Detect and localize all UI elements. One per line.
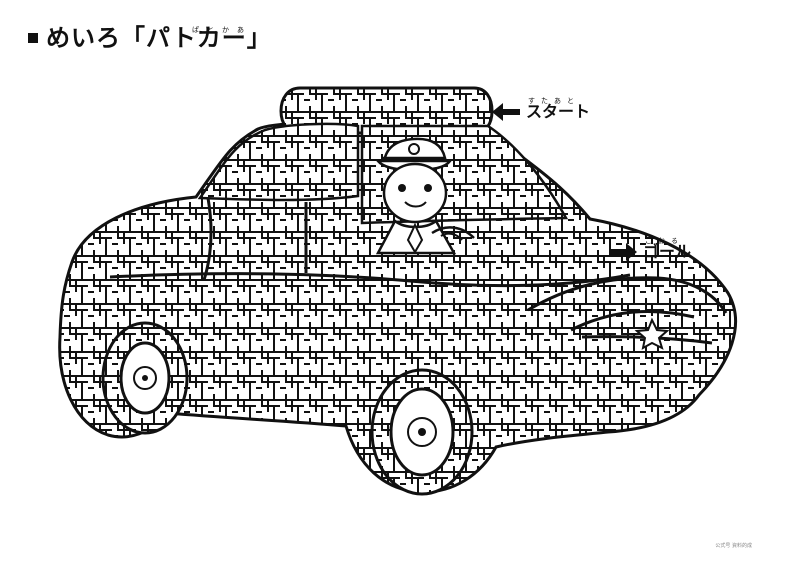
title-ruby: ぱとかあ: [192, 26, 252, 34]
credit-text: 公式号 資料的成: [715, 543, 752, 549]
goal-ruby: ごおる: [645, 237, 684, 245]
start-arrow-icon: [492, 103, 520, 121]
title-text: めいろ「パトカー」: [46, 24, 272, 52]
title-row: めいろ「パトカー」 ぱとかあ: [28, 24, 272, 52]
start-ruby: すたあと: [528, 97, 580, 105]
goal-arrow-icon: [609, 243, 637, 261]
police-officer-driver: [375, 137, 475, 255]
rear-wheel: [101, 321, 189, 435]
square-bullet-icon: [28, 33, 38, 43]
start-label-block: すたあと スタート: [492, 97, 591, 121]
start-label: スタート: [526, 102, 591, 121]
police-car-maze[interactable]: [40, 82, 760, 502]
goal-label: ゴール: [643, 242, 692, 261]
front-wheel: [370, 368, 474, 496]
goal-label-block: ごおる ゴール: [609, 237, 692, 261]
page-title: めいろ「パトカー」 ぱとかあ: [46, 24, 272, 52]
